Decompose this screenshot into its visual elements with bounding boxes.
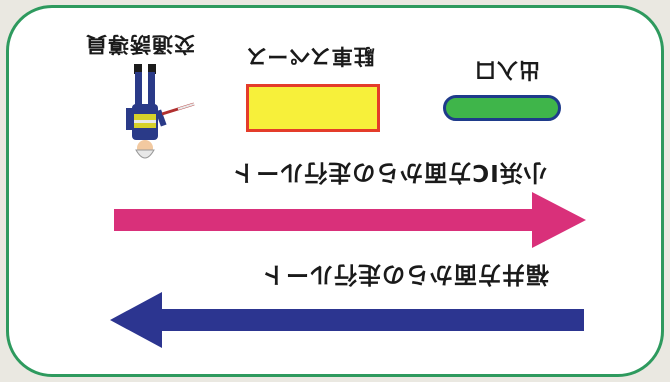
entrance-exit-marker xyxy=(443,95,561,121)
traffic-guide-label: 交通誘導員 xyxy=(85,32,195,56)
route-from-obama-ic-label: 小浜IC方面からの走行ルート xyxy=(231,159,547,185)
entrance-exit-label: 出入口 xyxy=(474,58,540,82)
route-from-fukui-label: 福井方面からの走行ルート xyxy=(261,261,549,287)
right-arrow-icon xyxy=(114,192,586,248)
traffic-guide-person-icon xyxy=(126,64,195,159)
left-arrow-icon xyxy=(110,292,584,348)
parking-space-box xyxy=(246,84,380,132)
parking-space-label: 駐車スペース xyxy=(245,44,375,68)
